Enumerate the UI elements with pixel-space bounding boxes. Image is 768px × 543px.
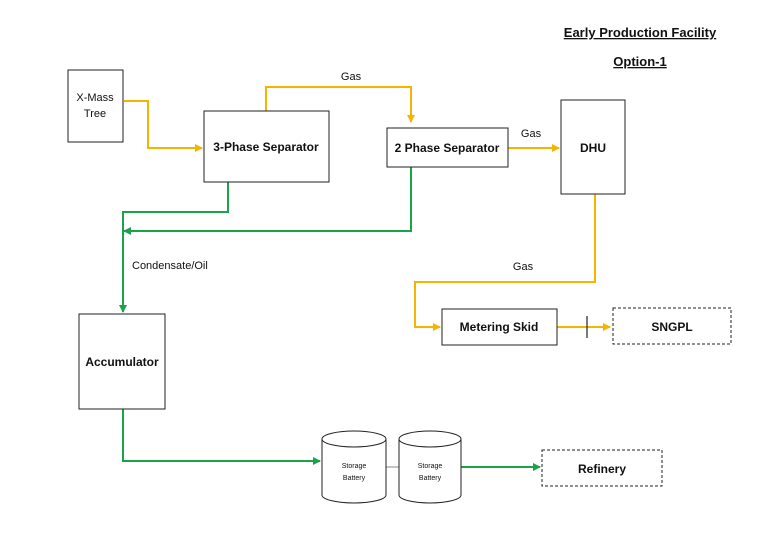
edge-label-gas-metering: Gas [513, 261, 534, 273]
storage-battery-1-body [321, 439, 387, 504]
node-xmas-tree: X-Mass Tree [67, 69, 124, 143]
node-storage-battery-1: Storage Battery [321, 430, 387, 504]
xmas-tree-label-line1: X-Mass [76, 92, 114, 104]
accumulator-label: Accumulator [85, 355, 159, 369]
3-phase-separator-box [203, 110, 330, 183]
node-accumulator: Accumulator [78, 313, 166, 410]
diagram-title: Early Production Facility [564, 25, 717, 40]
storage-battery-1-top [321, 430, 387, 448]
gas-flow-lines [124, 86, 611, 331]
2-phase-separator-box [386, 127, 509, 168]
dhu-box [560, 99, 626, 195]
storage-battery-2-top [398, 430, 462, 448]
edge-label-gas-dhu: Gas [521, 128, 542, 140]
2-phase-separator-label: 2 Phase Separator [395, 141, 500, 155]
liquid-flow-lines [119, 167, 541, 471]
flow-accumulator-to-storage [122, 409, 321, 465]
flow-xmas-to-3phase [124, 100, 203, 152]
storage-battery-1-label-line2: Battery [343, 475, 366, 482]
node-2-phase-separator: 2 Phase Separator [386, 127, 509, 168]
node-sngpl: SNGPL [612, 307, 732, 345]
diagram-subtitle: Option-1 [613, 54, 666, 69]
refinery-box [541, 449, 663, 487]
refinery-label: Refinery [578, 462, 626, 476]
node-refinery: Refinery [541, 449, 663, 487]
storage-battery-2-label-line1: Storage [418, 463, 443, 470]
edge-label-condensate-oil: Condensate/Oil [132, 260, 208, 272]
node-metering-skid: Metering Skid [441, 308, 558, 346]
storage-battery-1-label-line1: Storage [342, 463, 367, 470]
accumulator-box [78, 313, 166, 410]
flow-dhu-to-metering-gas [414, 194, 596, 331]
sngpl-box [612, 307, 732, 345]
node-dhu: DHU [560, 99, 626, 195]
3-phase-separator-label: 3-Phase Separator [213, 140, 319, 154]
metering-skid-label: Metering Skid [460, 320, 539, 334]
storage-battery-2-label-line2: Battery [419, 475, 442, 482]
flow-3phase-to-2phase-gas [265, 86, 415, 123]
flow-2phase-liquid-return [123, 167, 412, 235]
node-storage-battery-2: Storage Battery [398, 430, 462, 504]
xmas-tree-label-line2: Tree [84, 108, 106, 120]
edge-label-gas-top: Gas [341, 71, 362, 83]
storage-battery-2-body [398, 439, 462, 504]
dhu-label: DHU [580, 141, 606, 155]
metering-skid-box [441, 308, 558, 346]
node-3-phase-separator: 3-Phase Separator [203, 110, 330, 183]
flow-3phase-liquid-to-accumulator [119, 182, 229, 313]
xmas-tree-box [67, 69, 124, 143]
sngpl-label: SNGPL [651, 320, 692, 334]
